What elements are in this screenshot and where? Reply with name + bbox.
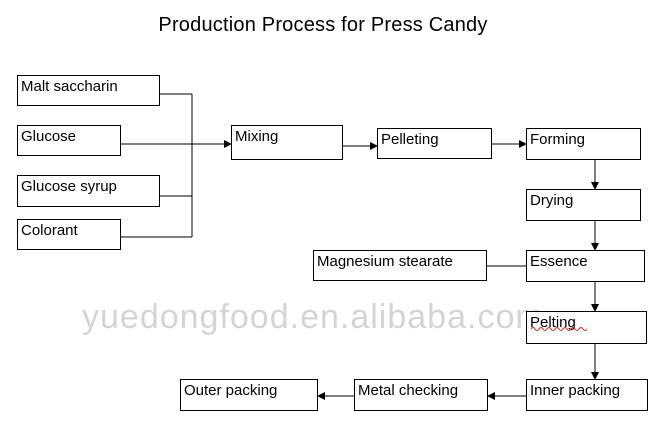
node-drying: Drying (526, 189, 641, 221)
node-malt-saccharin: Malt saccharin (17, 75, 160, 106)
node-inner-packing: Inner packing (526, 379, 648, 411)
node-metal-checking: Metal checking (354, 379, 488, 411)
node-forming: Forming (526, 128, 641, 160)
node-outer-packing: Outer packing (180, 379, 318, 411)
node-pelting: Pelting (526, 311, 647, 344)
node-glucose: Glucose (17, 125, 121, 156)
node-pelleting: Pelleting (377, 128, 492, 159)
node-mixing: Mixing (231, 125, 343, 160)
node-essence: Essence (526, 250, 645, 282)
node-colorant: Colorant (17, 219, 121, 250)
diagram-title: Production Process for Press Candy (158, 14, 488, 36)
node-glucose-syrup: Glucose syrup (17, 175, 160, 207)
node-magnesium-stearate: Magnesium stearate (313, 250, 487, 281)
spellcheck-underline (531, 327, 588, 331)
